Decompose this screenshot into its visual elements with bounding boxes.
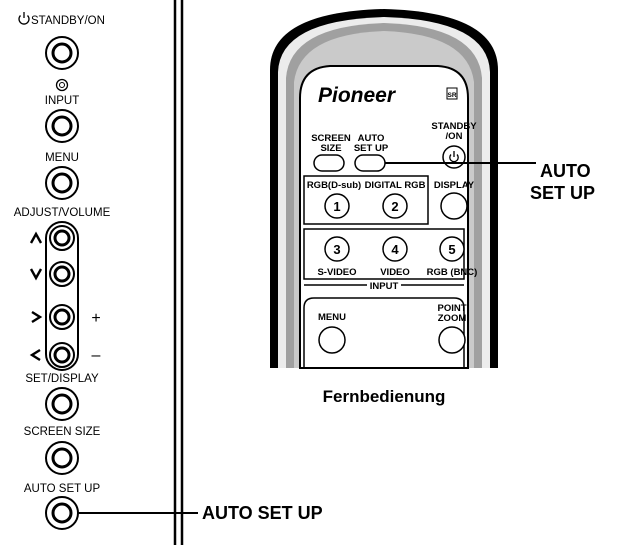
auto-setup-panel-button[interactable] [45,496,79,530]
power-icon [18,12,30,25]
input-4-key-label: 4 [391,242,399,257]
adjust-volume-housing [45,221,79,371]
set-display-label: SET/DISPLAY [25,373,99,385]
down-arrow-icon [29,268,43,281]
screen-size-button[interactable] [45,441,79,475]
up-button[interactable] [49,225,75,251]
remote-auto-callout-2: SET UP [530,183,595,203]
input-group-box [303,228,465,280]
rgb-group-box [303,175,429,225]
screen-size-key[interactable] [313,154,345,172]
screen-size-key-label-1: SCREEN [311,133,351,144]
standby-key-label-1: STANDBY [431,121,477,132]
right-arrow-icon [31,310,43,324]
digital-rgb-label: DIGITAL RGB [365,180,426,191]
input-3-key-label: 3 [333,242,340,257]
display-key[interactable] [440,192,468,220]
input-2-key[interactable] [382,193,408,219]
screen-size-label: SCREEN SIZE [24,426,101,438]
input-5-key-label: 5 [448,242,455,257]
auto-setup-key-label-1: AUTO [358,133,385,144]
set-display-button[interactable] [45,387,79,421]
pioneer-logo: Pioneer [318,84,397,107]
plus-sign: + [91,310,100,327]
indicator-led [55,78,69,92]
sr-badge-text: SR [447,92,456,99]
standby-label: STANDBY/ON [31,15,105,27]
input-1-key[interactable] [324,193,350,219]
point-zoom-key[interactable] [438,326,466,354]
auto-setup-key[interactable] [354,154,386,172]
input-2-key-label: 2 [391,199,398,214]
rgb-dsub-label: RGB(D-sub) [307,180,361,191]
up-arrow-icon [29,231,43,244]
bottom-group-box [303,297,465,368]
input-1-key-label: 1 [333,199,340,214]
minus-sign: – [92,347,101,364]
down-button[interactable] [49,261,75,287]
screen-size-key-label-2: SIZE [320,143,341,154]
input-3-key[interactable] [324,236,350,262]
left-button[interactable] [49,342,75,368]
point-zoom-label-2: ZOOM [438,313,467,324]
remote-caption: Fernbedienung [323,387,446,406]
input-5-key[interactable] [439,236,465,262]
remote-auto-callout-1: AUTO [540,161,591,181]
menu-label: MENU [45,152,79,164]
auto-setup-label: AUTO SET UP [24,483,101,495]
left-arrow-icon [29,348,41,362]
remote-menu-label: MENU [318,312,346,323]
svideo-label: S-VIDEO [317,267,356,278]
remote-menu-key[interactable] [318,326,346,354]
video-label: VIDEO [380,267,410,278]
input-button[interactable] [45,109,79,143]
input-group-label: INPUT [370,281,399,292]
rgb-bnc-label: RGB (BNC) [427,267,478,278]
standby-button[interactable] [45,36,79,70]
standby-power-icon [449,151,459,163]
menu-button[interactable] [45,166,79,200]
auto-setup-key-label-2: SET UP [354,143,389,154]
point-zoom-label-1: POINT [437,303,466,314]
panel-auto-setup-callout: AUTO SET UP [202,503,323,523]
input-4-key[interactable] [382,236,408,262]
standby-key-label-2: /ON [446,131,463,142]
sr-badge [446,87,458,100]
display-key-label: DISPLAY [434,180,475,191]
input-label: INPUT [45,95,80,107]
adjust-volume-label: ADJUST/VOLUME [14,207,111,219]
right-button[interactable] [49,304,75,330]
